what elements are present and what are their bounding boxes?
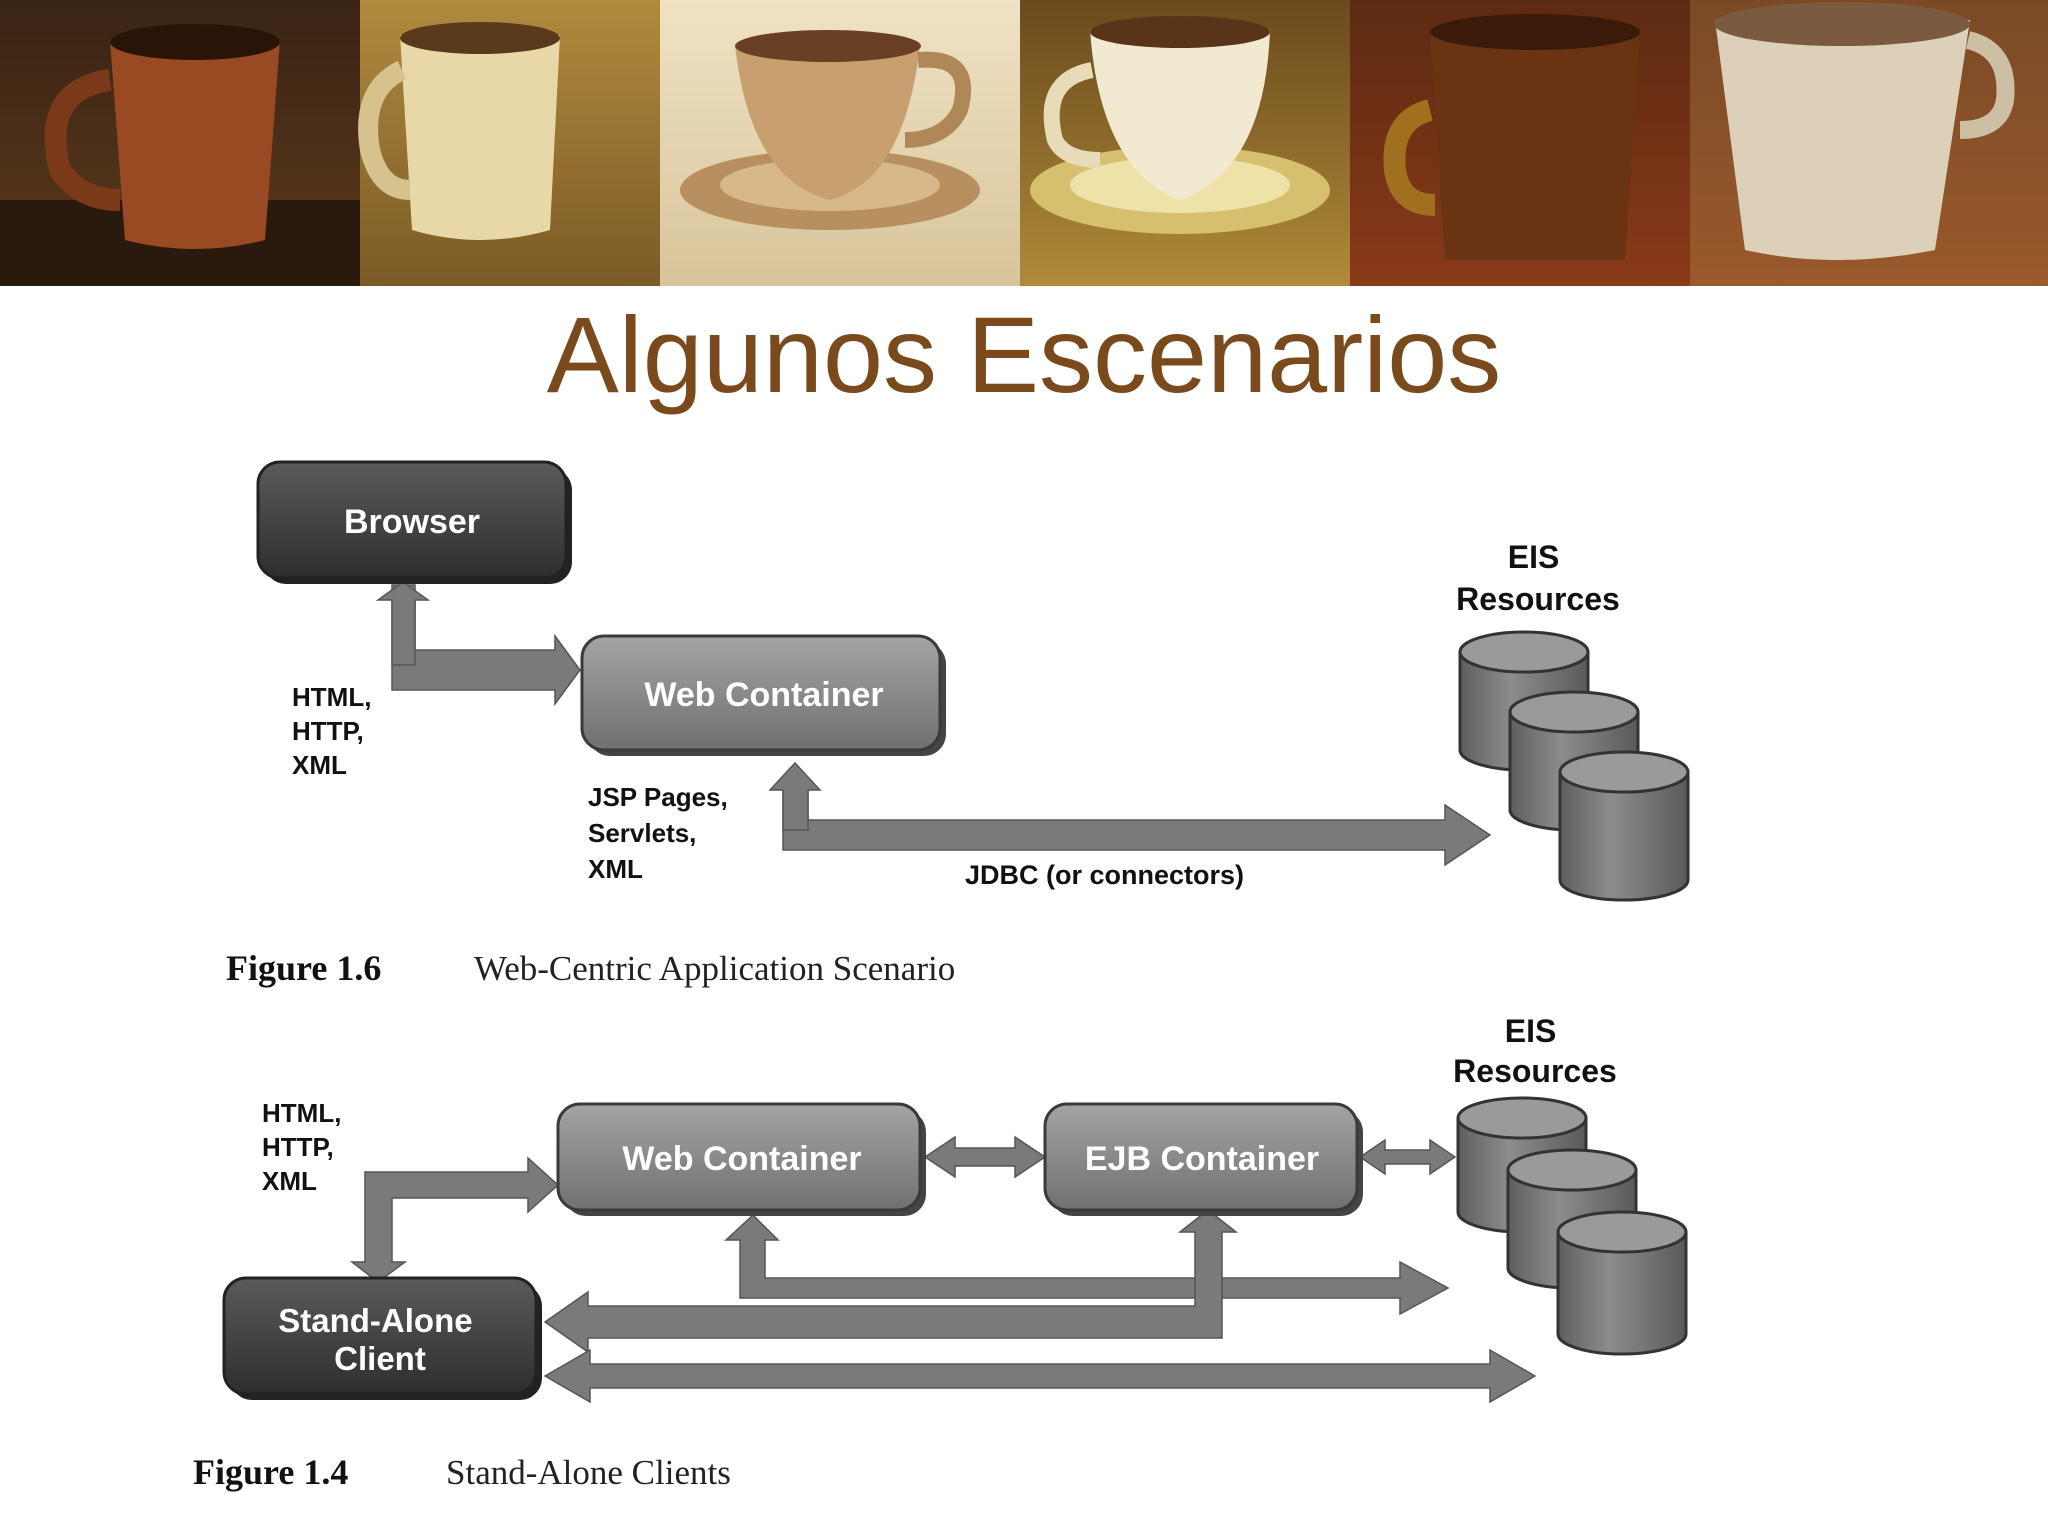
eis-database-icon [1458, 630, 1690, 902]
browser-label: Browser [344, 503, 480, 541]
arrow-web-eis [724, 1213, 1450, 1316]
arrow-web-eis [782, 779, 1492, 867]
eis-label: EIS Resources [1456, 539, 1620, 617]
caption-number: Figure 1.4 [193, 1452, 348, 1492]
jdbc-label: JDBC (or connectors) [965, 860, 1244, 890]
arrow-web-ejb [923, 1135, 1047, 1179]
web-container-label: Web Container [622, 1140, 861, 1178]
stand-alone-client-node: Stand-Alone Client [222, 1276, 542, 1400]
caption-text: Web-Centric Application Scenario [474, 949, 955, 988]
arrow-client-eis [543, 1348, 1537, 1404]
arrow-web-up [768, 761, 822, 831]
figure-web-centric: Browser Web Container HTML, HTTP, XML JS… [226, 460, 1690, 988]
protocols-label: HTML, HTTP, XML [292, 682, 379, 780]
web-container-node: Web Container [580, 634, 946, 756]
slide-title: Algunos Escenarios [546, 294, 1502, 415]
arrow-browser-web [391, 584, 581, 707]
ejb-container-label: EJB Container [1085, 1140, 1319, 1178]
arrow-browser-up [375, 581, 431, 666]
arrow-ejb-eis [1358, 1138, 1457, 1176]
components-label: JSP Pages, Servlets, XML [588, 782, 735, 884]
client-label: Stand-Alone Client [278, 1302, 482, 1377]
caption-number: Figure 1.6 [226, 948, 381, 988]
caption-text: Stand-Alone Clients [446, 1453, 731, 1492]
web-container-node: Web Container [556, 1102, 926, 1216]
eis-database-icon [1456, 1096, 1688, 1356]
coffee-cups-banner [0, 0, 2048, 292]
ejb-container-node: EJB Container [1043, 1102, 1363, 1216]
protocols-label: HTML, HTTP, XML [262, 1098, 349, 1196]
arrow-client-web [349, 1156, 560, 1283]
browser-node: Browser [256, 460, 572, 584]
eis-label: EIS Resources [1453, 1013, 1617, 1089]
web-container-label: Web Container [644, 676, 883, 714]
figure-stand-alone: HTML, HTTP, XML Web Container EJB Contai… [193, 1013, 1688, 1492]
